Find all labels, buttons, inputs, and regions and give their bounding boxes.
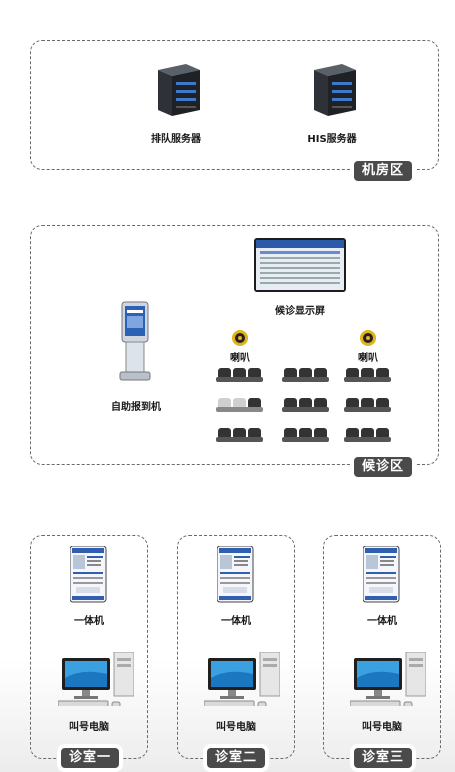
display-screen-label: 候诊显示屏 (275, 306, 325, 317)
room-3-terminal-icon (363, 546, 400, 603)
speaker-left-icon (232, 330, 248, 346)
waiting-area-zone (30, 225, 439, 465)
room-2-terminal-label: 一体机 (221, 616, 251, 627)
queue-server-label: 排队服务器 (151, 134, 201, 145)
room-1-pc-label: 叫号电脑 (69, 722, 109, 733)
room-3-pc-label: 叫号电脑 (362, 722, 402, 733)
his-server-icon (314, 64, 356, 116)
room-3-terminal-label: 一体机 (367, 616, 397, 627)
room-1-pc-icon (58, 652, 134, 706)
speaker-right-icon (360, 330, 376, 346)
kiosk-label: 自助报到机 (111, 402, 161, 413)
room-2-terminal-icon (217, 546, 254, 603)
room-1-terminal-icon (70, 546, 107, 603)
room-1-label: 诊室一 (61, 748, 120, 768)
server-room-zone (30, 40, 439, 170)
room-2-pc-icon (204, 652, 280, 706)
room-2-pc-label: 叫号电脑 (216, 722, 256, 733)
room-1-terminal-label: 一体机 (74, 616, 104, 627)
speaker-left-label: 喇叭 (230, 353, 250, 364)
waiting-display-screen (254, 238, 346, 292)
room-2-label: 诊室二 (207, 748, 266, 768)
his-server-label: HIS服务器 (307, 134, 357, 145)
speaker-right-label: 喇叭 (358, 353, 378, 364)
server-room-label: 机房区 (354, 161, 413, 181)
queue-server-icon (158, 64, 200, 116)
room-3-label: 诊室三 (354, 748, 413, 768)
waiting-seats (216, 368, 391, 442)
self-checkin-kiosk-icon (119, 301, 151, 381)
waiting-area-label: 候诊区 (354, 457, 413, 477)
room-3-pc-icon (350, 652, 426, 706)
